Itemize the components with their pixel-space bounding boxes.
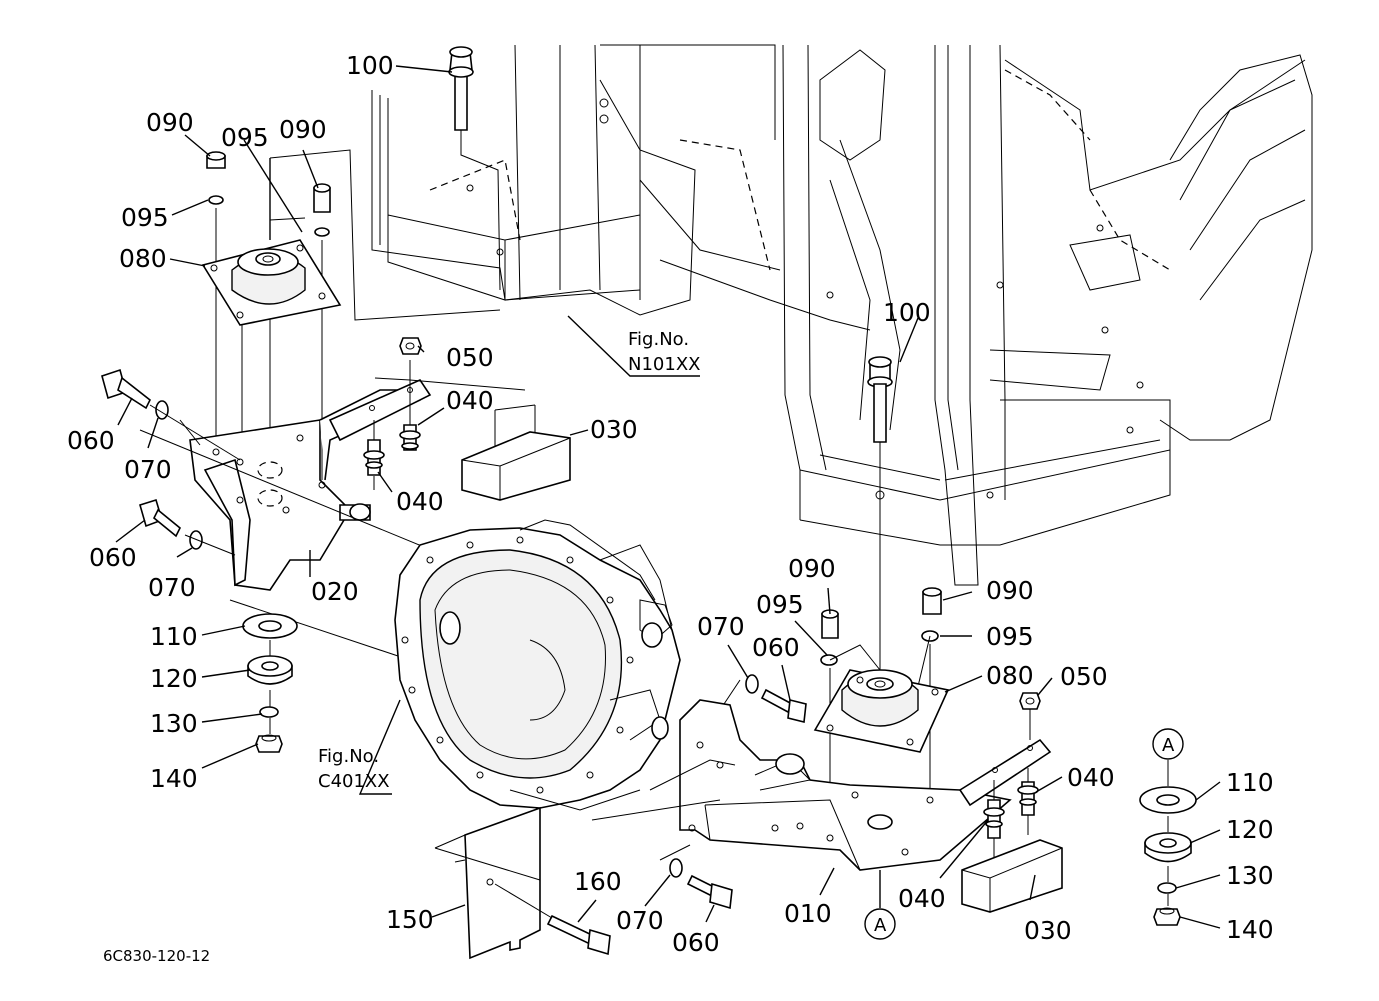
cab-frame-left <box>371 44 871 331</box>
label-060-right-lower: 060 <box>672 928 720 957</box>
rubber-120-right <box>1144 832 1192 863</box>
label-095-right-b: 095 <box>986 622 1034 651</box>
nut-140-right <box>1153 907 1181 926</box>
detail-marker-a-bottom: A <box>864 908 896 940</box>
label-090-right-a: 090 <box>788 554 836 583</box>
figure-reference-n101xx: Fig.No. N101XX <box>628 329 700 375</box>
label-030-upper: 030 <box>590 415 638 444</box>
label-040-upper-b: 040 <box>396 487 444 516</box>
fig-number-2: C401XX <box>318 771 390 792</box>
label-040-upper-a: 040 <box>446 386 494 415</box>
label-140-right: 140 <box>1226 915 1274 944</box>
bolt-060-left-lower <box>139 498 182 538</box>
washer-130-right <box>1157 882 1177 894</box>
stack-left <box>242 613 298 753</box>
washer-070-left-lower <box>189 530 203 550</box>
bolt-160 <box>546 914 611 956</box>
fig-caption-2: Fig.No. <box>318 746 379 767</box>
diagram-code: 6C830-120-12 <box>103 947 210 965</box>
rubber-mount-080-left <box>201 239 342 326</box>
stopper-plate-lower <box>958 738 1052 807</box>
bolt-090-right-a <box>821 609 839 639</box>
label-095-upper-left: 095 <box>121 203 169 232</box>
detail-marker-a-right: A <box>1152 728 1184 760</box>
washer-110-left <box>242 613 298 639</box>
nut-050-lower <box>1019 692 1041 710</box>
label-100-upper: 100 <box>346 51 394 80</box>
bolt-100-right <box>867 356 893 443</box>
label-060-left-lower: 060 <box>89 543 137 572</box>
fig-caption-1: Fig.No. <box>628 329 689 350</box>
cover-plate-150 <box>454 806 541 960</box>
label-100-right: 100 <box>883 298 931 327</box>
detail-marker-a-bottom-text: A <box>874 915 887 936</box>
rubber-block-030-upper <box>461 431 571 501</box>
bolt-060-right-lower <box>686 874 733 910</box>
label-130-right: 130 <box>1226 861 1274 890</box>
washer-110-right <box>1139 786 1197 814</box>
label-090-upper-right: 090 <box>279 115 327 144</box>
label-095-right-a: 095 <box>756 590 804 619</box>
label-095-upper-mid: 095 <box>221 123 269 152</box>
label-070-left-upper: 070 <box>124 455 172 484</box>
cab-frame-right <box>782 44 1313 586</box>
label-090-right-b: 090 <box>986 576 1034 605</box>
label-070-right-upper: 070 <box>697 612 745 641</box>
label-030-lower: 030 <box>1024 916 1072 945</box>
part-labels: 100 090 095 090 095 080 050 040 030 060 … <box>67 51 1274 957</box>
label-150: 150 <box>386 905 434 934</box>
detail-marker-a-right-text: A <box>1162 735 1175 756</box>
label-050-lower: 050 <box>1060 662 1108 691</box>
stopper-plate-upper <box>328 378 432 442</box>
washer-095-right-a <box>820 654 838 666</box>
figure-reference-c401xx: Fig.No. C401XX <box>318 746 390 792</box>
washer-130-left <box>259 706 279 718</box>
label-110-right: 110 <box>1226 768 1274 797</box>
bolt-090-upper-left <box>206 151 226 169</box>
label-040-lower-a: 040 <box>1067 763 1115 792</box>
label-010: 010 <box>784 899 832 928</box>
label-060-left-upper: 060 <box>67 426 115 455</box>
label-110-left: 110 <box>150 622 198 651</box>
label-070-left-lower: 070 <box>148 573 196 602</box>
bracket-010 <box>679 699 1012 871</box>
washer-070-right-upper <box>745 674 759 694</box>
label-040-lower-b: 040 <box>898 884 946 913</box>
fig-number-1: N101XX <box>628 354 700 375</box>
bracket-020 <box>189 389 421 591</box>
stud-040-upper-a <box>399 424 421 451</box>
label-090-upper-left: 090 <box>146 108 194 137</box>
nut-050-upper <box>399 337 422 355</box>
washer-095-upper-right <box>314 227 330 237</box>
rubber-120-left <box>247 655 293 685</box>
rubber-mount-080-right <box>813 669 950 753</box>
label-020: 020 <box>311 577 359 606</box>
bolt-060-right-upper <box>760 688 807 723</box>
label-050-upper: 050 <box>446 343 494 372</box>
label-080-right: 080 <box>986 661 1034 690</box>
leader-lines <box>115 65 1221 929</box>
clutch-housing <box>394 519 681 811</box>
bolt-060-left-upper <box>101 368 152 410</box>
washer-095-upper-left <box>208 195 224 205</box>
stud-040-lower-a <box>1017 781 1039 816</box>
bolt-100-upper <box>448 46 474 131</box>
stud-040-lower-b <box>983 799 1005 839</box>
stack-right <box>1139 760 1197 926</box>
rubber-block-030-lower <box>961 839 1063 913</box>
label-060-right-upper: 060 <box>752 633 800 662</box>
bolt-090-right-b <box>922 587 942 615</box>
stud-040-upper-b <box>363 439 385 476</box>
label-080-left: 080 <box>119 244 167 273</box>
label-120-left: 120 <box>150 664 198 693</box>
label-070-right-lower: 070 <box>616 906 664 935</box>
bolt-090-upper-right <box>313 183 331 213</box>
label-120-right: 120 <box>1226 815 1274 844</box>
label-130-left: 130 <box>150 709 198 738</box>
label-160: 160 <box>574 867 622 896</box>
label-140-left: 140 <box>150 764 198 793</box>
washer-070-right-lower <box>669 858 683 878</box>
nut-140-left <box>255 734 283 753</box>
